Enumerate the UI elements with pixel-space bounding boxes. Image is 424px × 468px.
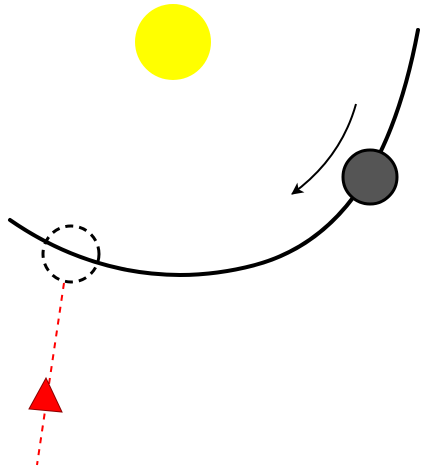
sun-icon <box>135 4 211 80</box>
planet-icon <box>343 150 397 204</box>
